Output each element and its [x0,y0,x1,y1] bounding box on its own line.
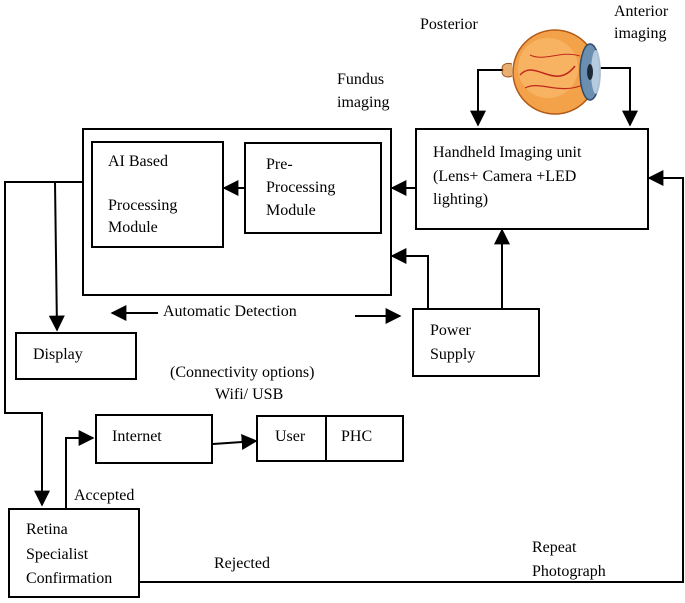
handheld-imaging-unit-box [415,128,649,230]
ai-processing-line-3: Processing [108,197,178,214]
ai-processing-line-4: Module [108,219,158,236]
handheld-line-3: lighting) [433,191,489,208]
retina-line-2: Specialist [26,546,89,563]
processing-to-display-arrow [48,181,65,332]
anterior-label-line-2: imaging [614,25,667,42]
user-label: User [275,428,306,445]
preprocessing-module-box [244,142,382,234]
automatic-detection-label: Automatic Detection [163,303,297,320]
power-to-processing-connector [390,248,429,308]
preprocessing-line-3: Module [266,202,316,219]
power-supply-box [412,308,540,377]
anterior-label-line-1: Anterior [614,3,669,20]
display-label: Display [33,346,83,363]
ai-processing-line-1: AI Based [108,153,168,170]
repeat-label-line-2: Photograph [532,563,606,580]
display-box [15,332,137,380]
rejected-to-handheld-connector [140,170,684,583]
internet-to-user-arrow [212,434,258,450]
connectivity-label-line-2: Wifi/ USB [215,386,284,403]
power-supply-line-1: Power [430,322,471,339]
processing-to-retina-connector [4,181,82,507]
preprocessing-line-1: Pre- [266,156,293,173]
eye-right-connector [600,67,638,127]
internet-box [95,414,213,464]
eye-illustration-icon [501,29,601,115]
rejected-label: Rejected [214,555,270,572]
power-supply-line-2: Supply [430,346,476,363]
preprocessing-line-2: Processing [266,179,336,196]
phc-label: PHC [341,428,373,445]
user-phc-box [256,415,404,462]
fundus-label-line-1: Fundus [337,71,385,88]
posterior-label: Posterior [420,16,478,33]
accepted-label: Accepted [74,487,135,504]
handheld-line-2: (Lens+ Camera +LED [433,168,577,185]
internet-label: Internet [112,428,162,445]
retina-line-1: Retina [26,521,68,538]
fundus-label-line-2: imaging [337,94,390,111]
accepted-to-internet-connector [65,430,95,510]
processing-unit-box [82,128,392,296]
user-phc-divider [325,415,327,462]
repeat-label-line-1: Repeat [532,539,577,556]
connectivity-label-line-1: (Connectivity options) [170,364,315,381]
retina-line-3: Confirmation [26,570,113,587]
eye-left-connector [470,69,512,127]
ai-processing-module-box [91,141,224,248]
retina-specialist-box [8,508,140,598]
handheld-line-1: Handheld Imaging unit [433,144,582,161]
